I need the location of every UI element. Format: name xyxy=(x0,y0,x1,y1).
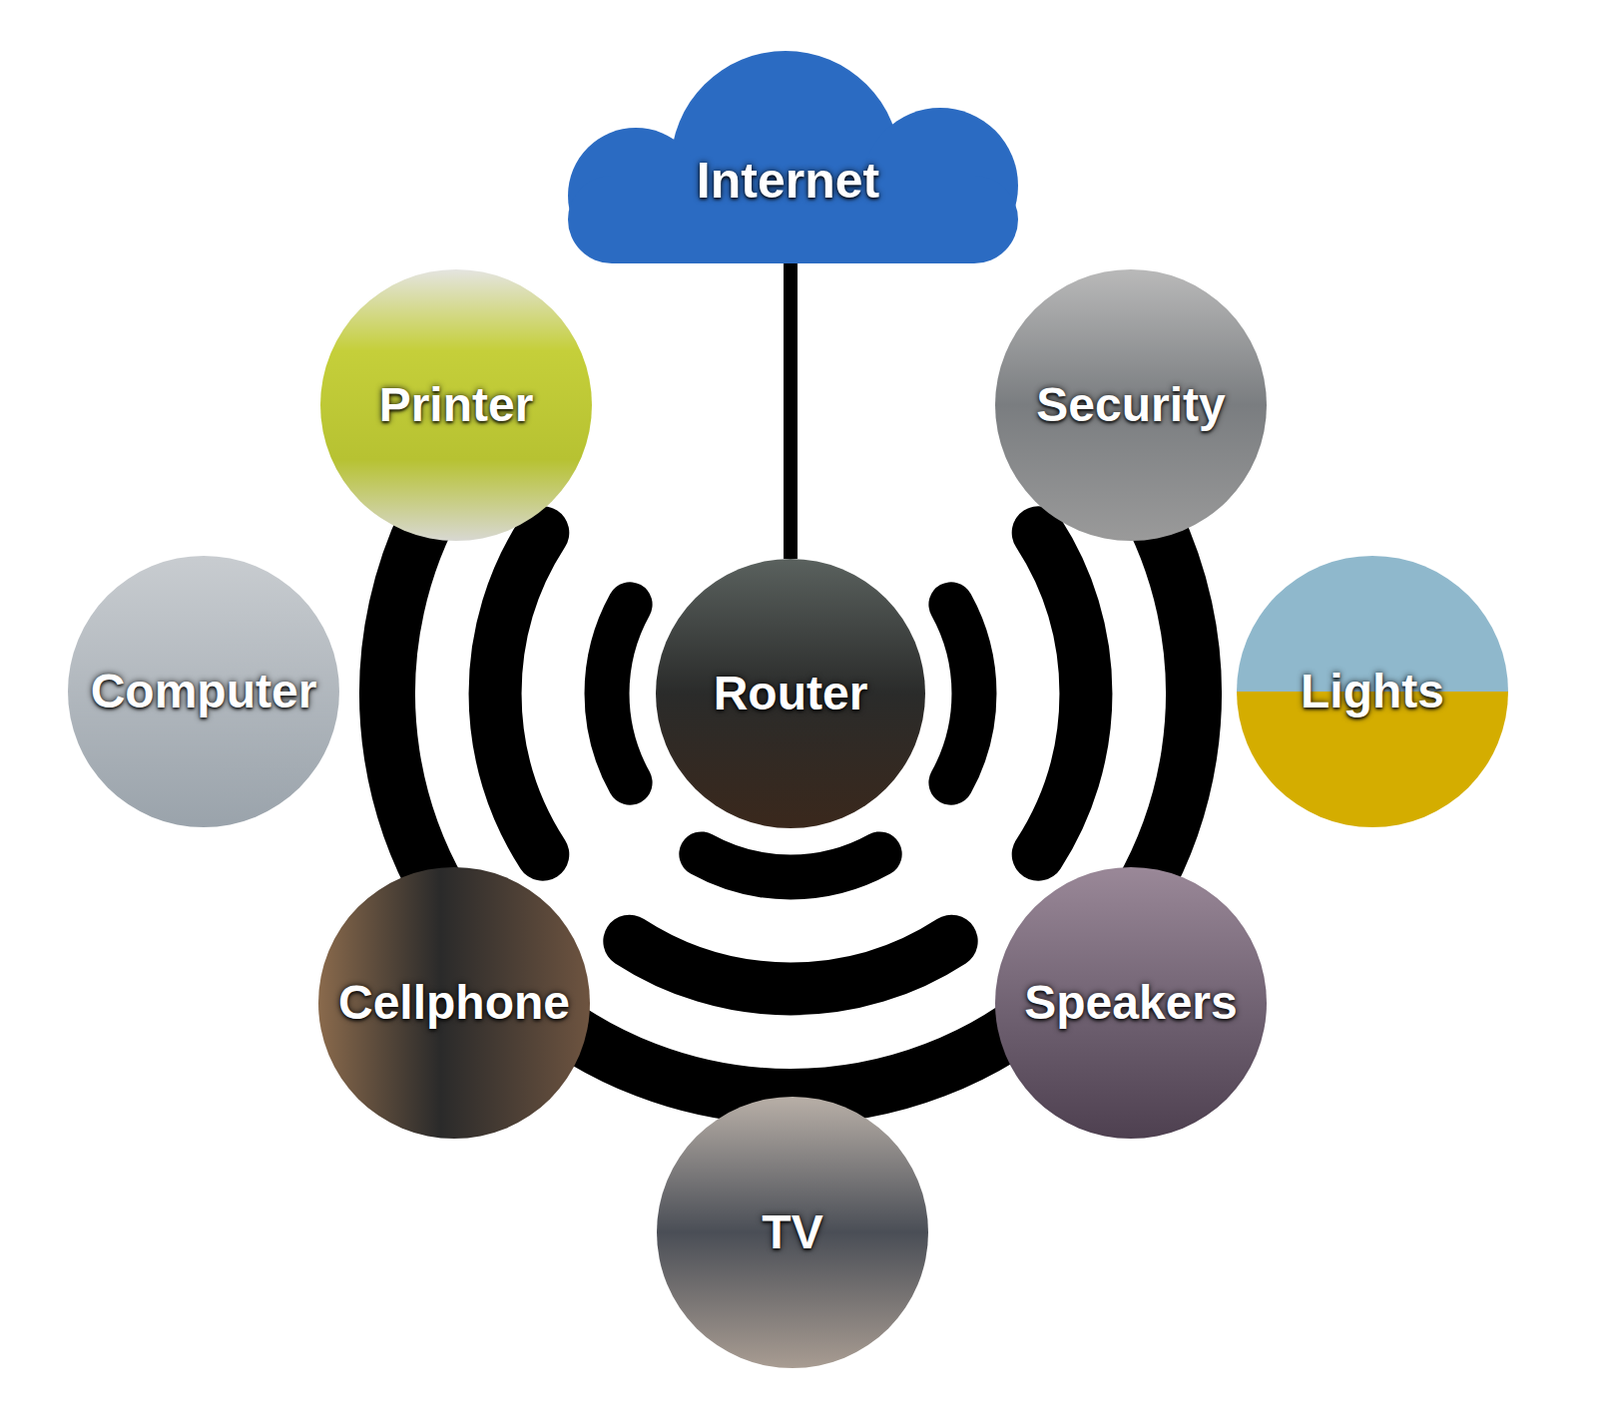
device-circle: Speakers xyxy=(995,867,1267,1139)
device-circle: Computer xyxy=(67,555,340,828)
connector-line xyxy=(783,263,798,559)
node-label: TV xyxy=(761,1206,823,1260)
node-label: Cellphone xyxy=(338,977,570,1031)
cloud-node: Internet xyxy=(555,45,1021,264)
node-label: Printer xyxy=(379,379,534,433)
device-circle: Security xyxy=(995,269,1267,541)
wifi-arc xyxy=(606,604,630,783)
wifi-arc xyxy=(701,854,880,878)
wifi-arc xyxy=(1038,533,1086,855)
wifi-arc xyxy=(495,533,543,855)
device-circle: Cellphone xyxy=(318,867,590,1139)
node-label: Speakers xyxy=(1024,977,1238,1031)
node-label: Router xyxy=(713,667,869,721)
node-label: Internet xyxy=(696,153,880,209)
node-label: Computer xyxy=(90,665,318,719)
router-circle: Router xyxy=(655,558,926,829)
node-label: Lights xyxy=(1300,665,1445,719)
wifi-arc xyxy=(951,604,975,783)
node-label: Security xyxy=(1036,379,1225,433)
device-circle: Printer xyxy=(320,269,592,541)
device-circle: TV xyxy=(656,1096,929,1369)
wifi-arc xyxy=(629,941,952,990)
device-circle: Lights xyxy=(1236,555,1509,828)
